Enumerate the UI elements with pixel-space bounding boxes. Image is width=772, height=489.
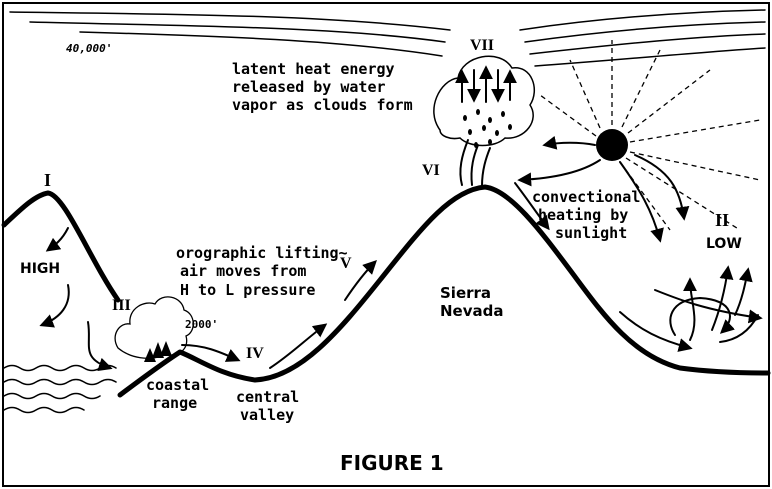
figure-title: FIGURE 1 (340, 451, 444, 475)
sierra-nevada-line-2: Nevada (440, 302, 504, 320)
central-valley-line-1: central (236, 388, 299, 406)
central-valley-line-2: valley (240, 406, 294, 424)
sun-icon (539, 40, 761, 231)
stage-II-label: II (715, 210, 729, 230)
coastal-range-line-2: range (152, 394, 197, 412)
orographic-line-2: air moves from (180, 262, 306, 280)
sierra-nevada-line-1: Sierra (440, 284, 491, 302)
tree-icons (144, 341, 172, 362)
orographic-line-1: orographic lifting~ (176, 244, 348, 262)
rising-air-streams (459, 139, 491, 187)
altitude-40000-label: 40,000' (66, 42, 112, 55)
latent-heat-line-2: released by water (232, 78, 386, 96)
low-pressure-swirl (619, 265, 763, 352)
convection-line-3: sunlight (555, 224, 627, 242)
cloud-vertical-arrows (455, 65, 517, 103)
ocean-waves (3, 364, 117, 414)
high-pressure-label: HIGH (20, 261, 60, 277)
coastal-range-line-1: coastal (146, 376, 209, 394)
storm-cloud (433, 55, 535, 147)
orographic-line-3: H to L pressure (180, 281, 315, 299)
stage-IV-label: IV (246, 345, 264, 362)
convection-line-1: convectional (532, 188, 640, 206)
terrain-profile (117, 184, 771, 398)
low-pressure-label: LOW (706, 236, 742, 252)
upper-atmosphere-lines (9, 9, 766, 67)
stage-III-label: III (112, 297, 131, 314)
stage-VI-label: VI (422, 162, 440, 179)
latent-heat-line-3: vapor as clouds form (232, 96, 413, 114)
rain-drops (463, 109, 512, 148)
altitude-2000-label: 2000' (185, 318, 218, 331)
stage-VII-label: VII (470, 37, 494, 54)
airflow-arrows (39, 135, 690, 372)
stage-I-label: I (44, 170, 51, 190)
stage-V-label: V (340, 255, 352, 272)
mountain-left-high (1, 190, 121, 303)
convection-line-2: heating by (538, 206, 628, 224)
latent-heat-line-1: latent heat energy (232, 60, 395, 78)
